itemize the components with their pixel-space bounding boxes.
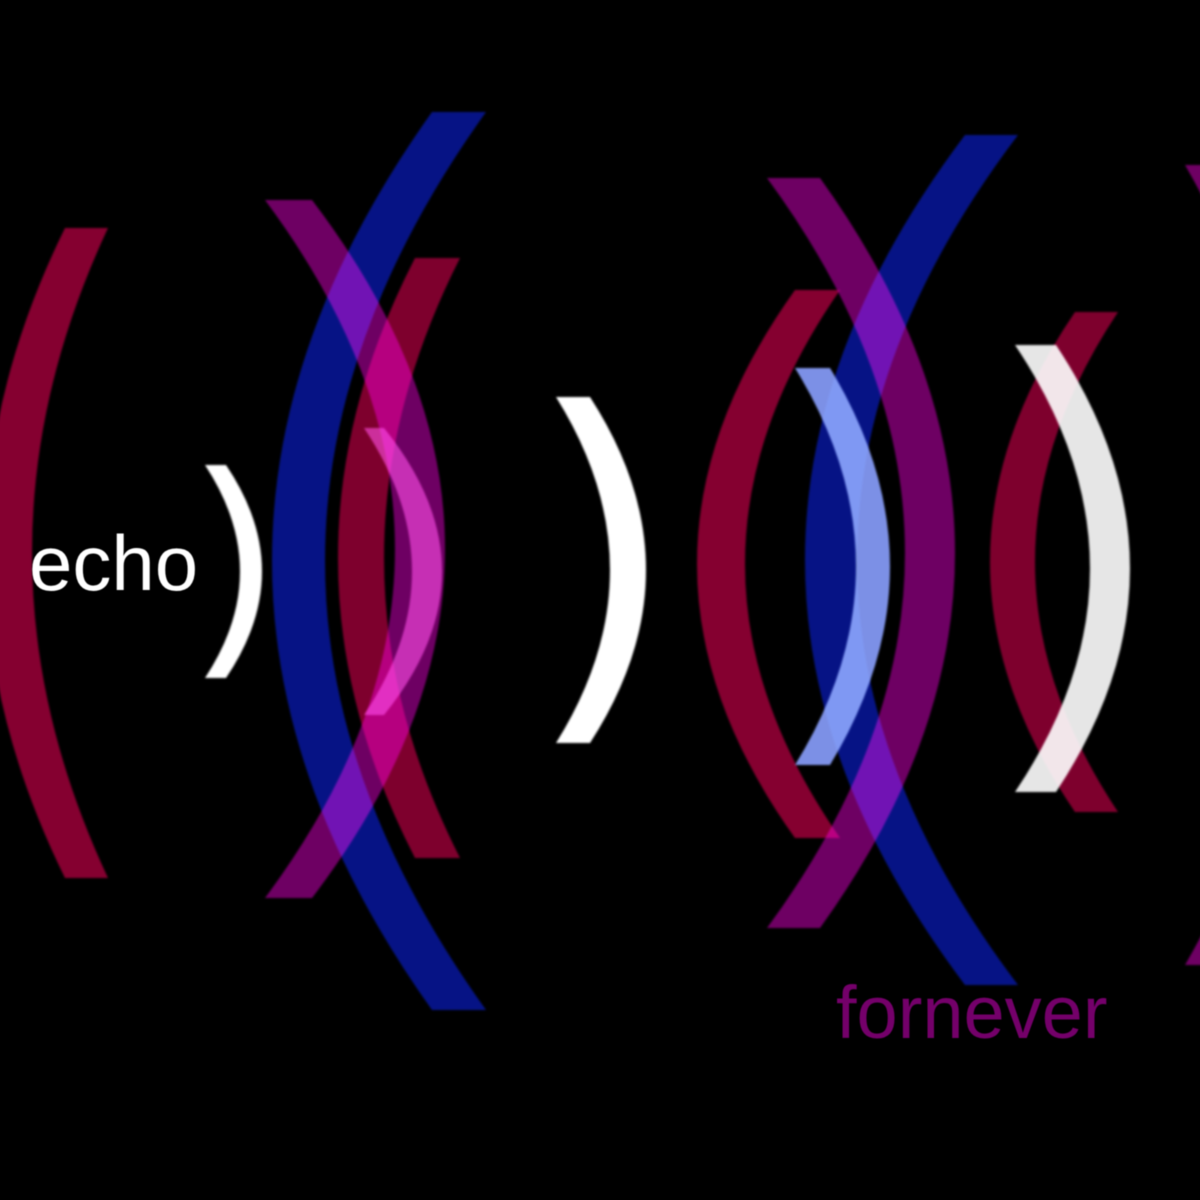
crimson-mid-left-paren — [697, 290, 840, 838]
blue-left-paren — [272, 112, 486, 1010]
purple-mid-right-paren — [767, 178, 955, 928]
pink-right-paren — [364, 428, 442, 715]
crimson-left-paren — [0, 228, 108, 878]
pale-blue-right-paren — [795, 368, 890, 765]
fornever-text: fornever — [836, 971, 1108, 1054]
purple-edge-right-paren — [1185, 165, 1200, 965]
echo-text: echo — [29, 519, 199, 607]
white-right-right-paren — [1015, 345, 1130, 792]
crimson-small-left-paren — [338, 258, 460, 858]
white-echo-right-paren — [205, 465, 262, 678]
white-middle-right-paren — [556, 397, 646, 743]
blue-mid-left-paren — [805, 135, 1018, 985]
crimson-right-left-paren — [990, 312, 1118, 812]
